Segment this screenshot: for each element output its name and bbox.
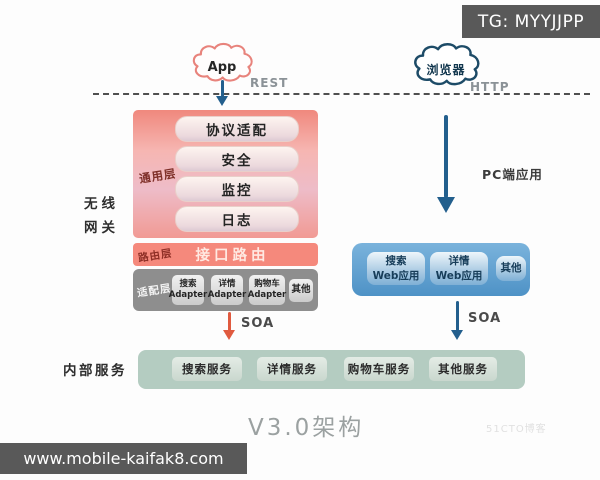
gateway-item-security: 安全 [175,146,299,172]
service-item-other: 其他服务 [429,357,497,381]
soa-right-label: SOA [468,311,502,326]
soa-left-arrow-line [228,312,231,331]
pc-webapps-panel: 搜索 Web应用 详情 Web应用 其他 [352,243,530,296]
internal-services-panel: 搜索服务 详情服务 购物车服务 其他服务 [138,350,525,389]
soa-right-arrow-head-icon [451,330,463,340]
pc-arrow-line [444,115,448,198]
browser-cloud-label: 浏览器 [426,62,466,77]
gateway-item-monitoring: 监控 [175,176,299,202]
pc-arrow-label: PC端应用 [482,167,543,182]
cloud-icon [192,42,253,82]
soa-left-label: SOA [241,316,275,331]
dashed-separator [93,93,590,95]
rest-protocol-label: REST [250,76,289,90]
adapter-layer-panel: 适配层 搜索 Adapter 详情 Adapter 购物车 Adapter 其他 [133,269,318,311]
webapp-item-detail: 详情 Web应用 [430,252,488,285]
pc-arrow-head-icon [437,197,455,213]
adapter-layer-label: 适配层 [136,282,173,300]
soa-right-arrow-line [456,301,459,331]
site-url-badge: www.mobile-kaifak8.com [0,443,247,474]
routing-layer-panel: 路由层 接口路由 [133,243,318,266]
watermark: 51CTO博客 [486,424,547,435]
app-arrow-line [221,80,224,97]
internal-services-label: 内部服务 [63,363,127,379]
tg-badge: TG: MYYJJPP [462,5,600,38]
app-arrow-head-icon [216,96,228,106]
webapp-item-other: 其他 [496,256,526,281]
common-layer-panel: 通用层 协议适配 安全 监控 日志 [133,110,318,238]
app-cloud-label: App [207,59,237,75]
soa-left-arrow-head-icon [223,330,235,340]
common-layer-label: 通用层 [138,166,178,186]
browser-cloud: 浏览器 [410,42,482,88]
service-item-detail: 详情服务 [257,357,327,381]
diagram-title: V3.0架构 [248,415,365,441]
adapter-item-other: 其他 [289,279,313,302]
gateway-item-logging: 日志 [175,206,299,232]
app-cloud: App [189,40,255,86]
routing-item-interface-routing: 接口路由 [195,248,270,264]
webapp-item-search: 搜索 Web应用 [367,252,425,285]
wireless-gateway-label: 无线 网关 [84,196,119,236]
cloud-icon [414,43,480,86]
http-protocol-label: HTTP [470,80,510,94]
adapter-item-cart: 购物车 Adapter [248,275,286,305]
gateway-item-protocol-adaptation: 协议适配 [175,116,299,142]
service-item-cart: 购物车服务 [344,357,414,381]
service-item-search: 搜索服务 [172,357,242,381]
adapter-item-detail: 详情 Adapter [208,275,246,305]
adapter-item-search: 搜索 Adapter [169,275,207,305]
